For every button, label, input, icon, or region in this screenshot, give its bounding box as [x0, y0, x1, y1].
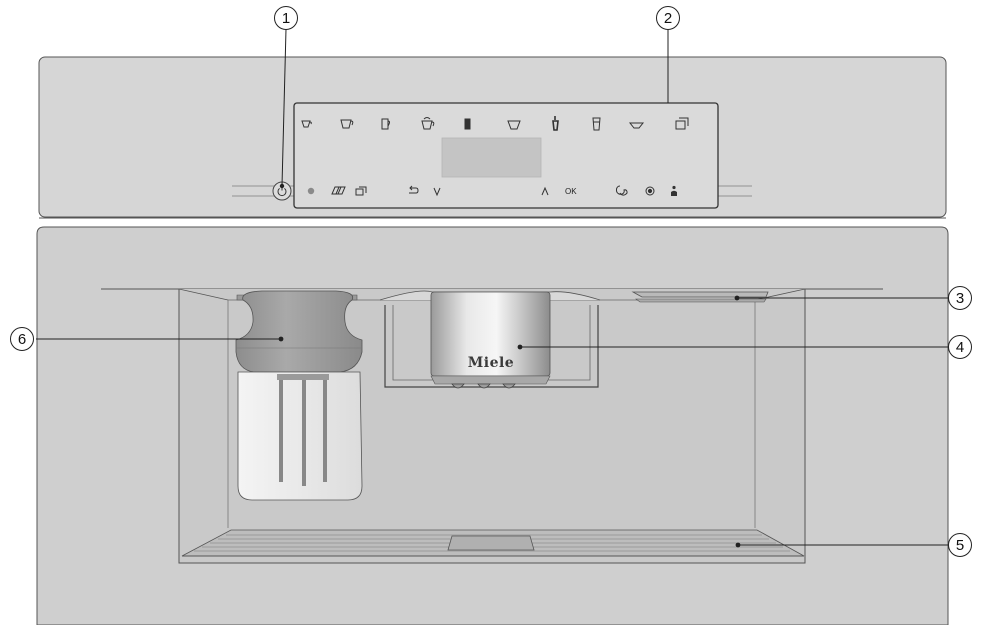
callout-3: 3 [948, 286, 972, 310]
callout-2: 2 [656, 6, 680, 30]
callout-5: 5 [948, 533, 972, 557]
callout-1: 1 [274, 6, 298, 30]
drink-icons [301, 116, 689, 131]
drip-tray-slot [631, 291, 769, 298]
display [441, 137, 542, 178]
cup-select-icon [355, 186, 367, 196]
up-arrow-icon [541, 186, 549, 196]
double-cup-icon [331, 186, 346, 195]
bean-icon [616, 185, 628, 196]
profile-icon [672, 185, 676, 190]
callout-6: 6 [10, 327, 34, 351]
care-icon [645, 186, 655, 196]
milk-froth-icon [628, 122, 645, 129]
tall-glass-icon [592, 117, 601, 131]
hot-milk-icon [507, 120, 521, 130]
latte-macchiato-icon [552, 116, 559, 131]
brand-logo: Miele [468, 355, 514, 371]
coffee-icon [340, 119, 354, 129]
long-coffee-icon [381, 118, 390, 130]
callout-4: 4 [948, 335, 972, 359]
bottom-icons [307, 185, 677, 197]
pot-icon [675, 117, 689, 130]
milk-container [235, 290, 363, 501]
latte-glass-icon [464, 118, 471, 130]
leader-lines [36, 28, 948, 546]
down-arrow-icon [433, 187, 441, 197]
spout-nozzles [451, 383, 516, 389]
dot-icon [307, 187, 315, 195]
cappuccino-icon [421, 117, 435, 130]
ok-label: OK [565, 187, 577, 196]
leader-dots [278, 183, 741, 548]
back-icon [409, 185, 419, 194]
espresso-icon [301, 120, 312, 128]
